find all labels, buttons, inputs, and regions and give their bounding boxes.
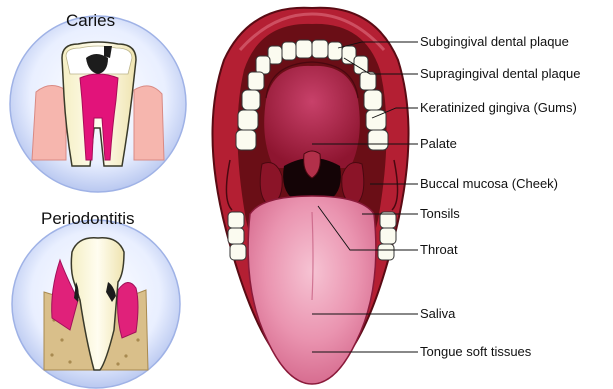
label-keratinized-gingiva: Keratinized gingiva (Gums) [420,101,577,115]
caries-illustration [10,16,186,192]
label-tonsils: Tonsils [420,207,460,221]
caries-title: Caries [66,11,115,31]
caries-gum-left [32,85,66,160]
label-buccal-mucosa: Buccal mucosa (Cheek) [420,177,558,191]
label-saliva: Saliva [420,307,455,321]
label-palate: Palate [420,137,457,151]
periodontitis-illustration [12,220,180,388]
caries-gum-right [134,86,164,160]
label-throat: Throat [420,243,458,257]
mouth-illustration [212,8,408,384]
perio-gum-right [118,282,139,338]
label-subgingival-dental-plaque: Subgingival dental plaque [420,35,569,49]
label-supragingival-dental-plaque: Supragingival dental plaque [420,67,580,81]
label-tongue-soft-tissues: Tongue soft tissues [420,345,531,359]
periodontitis-title: Periodontitis [41,209,135,229]
